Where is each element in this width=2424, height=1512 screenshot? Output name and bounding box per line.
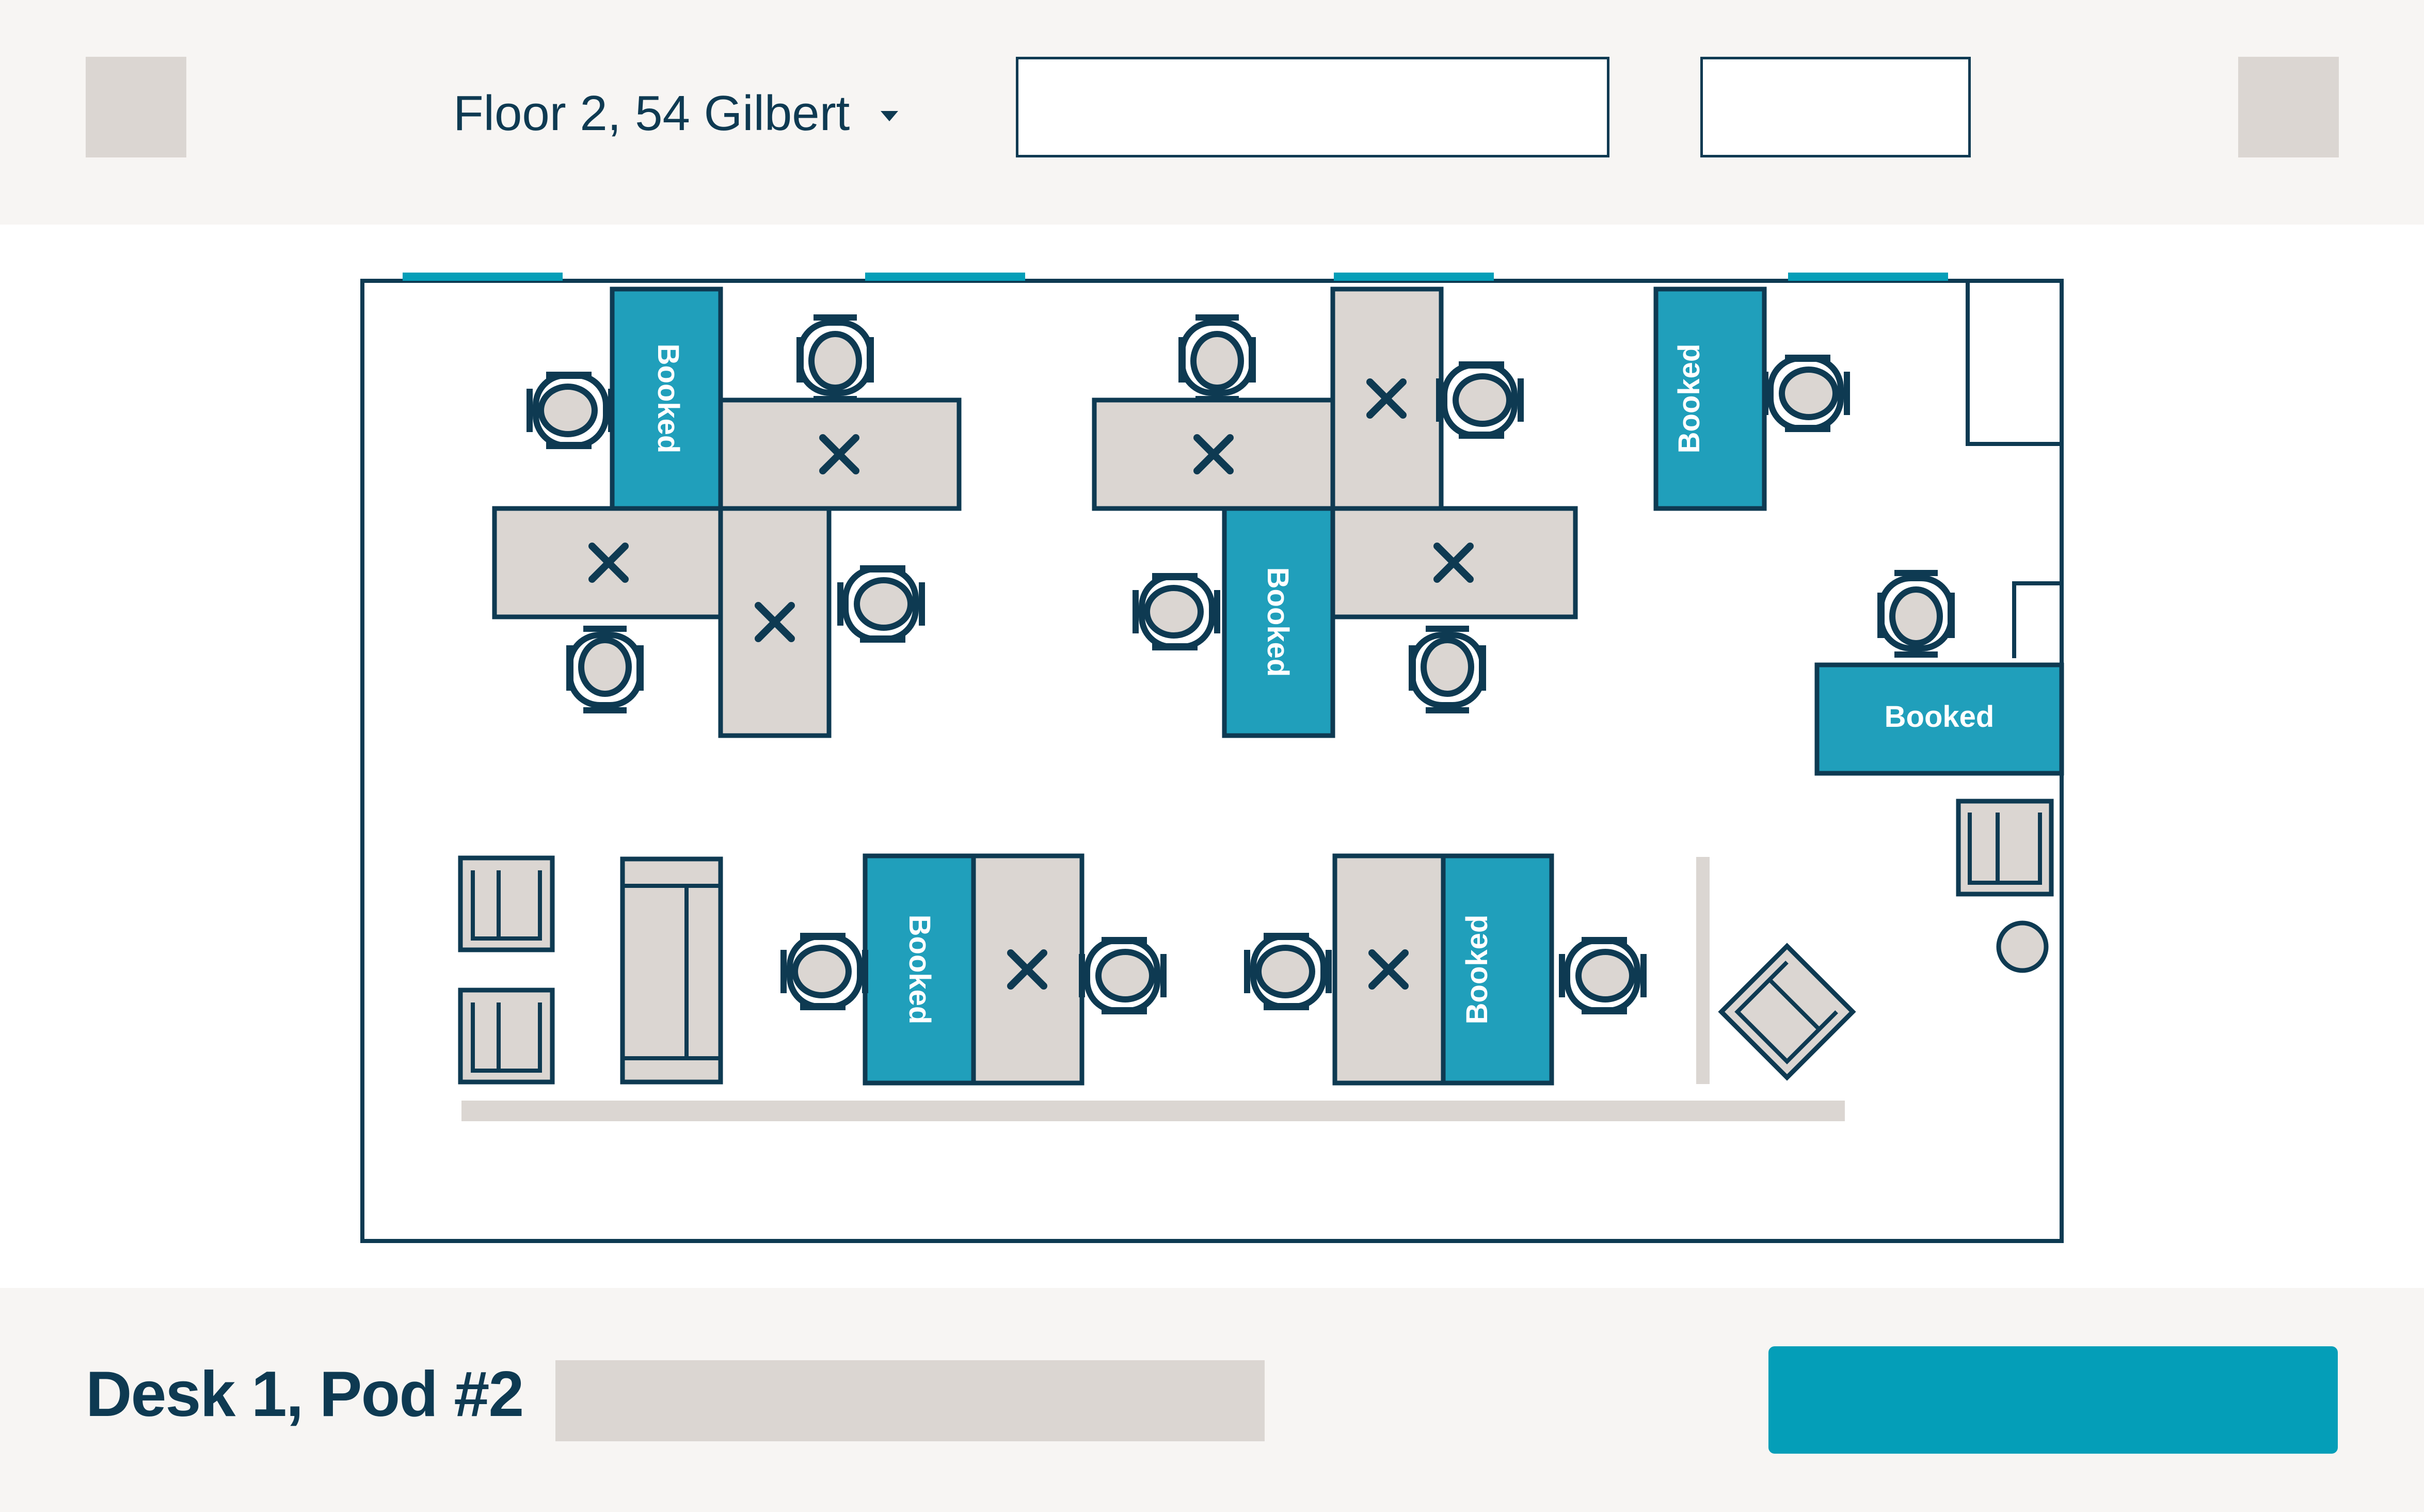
- caret-down-icon: [881, 111, 899, 121]
- chair: [1412, 629, 1482, 710]
- desk-unavailable[interactable]: [1332, 853, 1446, 1086]
- chair: [784, 936, 865, 1007]
- chair: [1765, 358, 1847, 428]
- time-field[interactable]: [1700, 57, 1971, 157]
- booked-label: Booked: [1261, 567, 1295, 677]
- chair: [1881, 573, 1951, 655]
- floor-selector-label: Floor 2, 54 Gilbert: [453, 86, 850, 141]
- top-bar: Floor 2, 54 Gilbert: [0, 0, 2424, 225]
- desk-booked[interactable]: [1441, 853, 1554, 1086]
- chair: [1182, 317, 1252, 399]
- wall-nook: [2012, 581, 2062, 658]
- desk-unavailable[interactable]: [718, 397, 962, 511]
- armchair: [1718, 943, 1856, 1081]
- pod-2: Booked: [1092, 287, 1578, 738]
- booked-label: Booked: [903, 915, 936, 1025]
- book-desk-button[interactable]: [1768, 1346, 2338, 1454]
- lounge-seating: [458, 855, 723, 1085]
- pod-3: Booked: [784, 853, 1163, 1086]
- booked-label: Booked: [1460, 915, 1494, 1025]
- profile-button[interactable]: [2238, 57, 2339, 157]
- desk-details-placeholder: [555, 1360, 1265, 1441]
- chair: [1082, 941, 1163, 1011]
- menu-button[interactable]: [86, 57, 186, 157]
- date-field[interactable]: [1016, 57, 1609, 157]
- selected-desk-title: Desk 1, Pod #2: [86, 1359, 524, 1430]
- plant: [1996, 920, 2049, 973]
- pod-1: Booked: [492, 287, 962, 738]
- partition: [1696, 857, 1710, 1084]
- counter: [461, 1101, 1845, 1121]
- chair: [1136, 577, 1217, 647]
- lounge-chair: [1956, 799, 2054, 897]
- chair: [530, 375, 611, 445]
- floor-selector[interactable]: Floor 2, 54 Gilbert: [453, 83, 899, 145]
- pod-4: Booked: [1247, 853, 1644, 1086]
- chair: [800, 317, 870, 399]
- windows: [403, 273, 1948, 281]
- chair: [1247, 936, 1329, 1007]
- chair: [1562, 941, 1644, 1011]
- desk-booked[interactable]: [1222, 506, 1335, 738]
- desk-booked[interactable]: [863, 853, 976, 1086]
- storage-closet: [1966, 281, 2062, 446]
- desk-booked[interactable]: [1653, 287, 1767, 511]
- booked-label: Booked: [1672, 344, 1706, 454]
- booked-label: Booked: [651, 344, 685, 454]
- desk-booked[interactable]: [1814, 662, 2064, 776]
- chair: [1439, 365, 1521, 435]
- chair: [840, 569, 922, 639]
- bottom-bar: Desk 1, Pod #2: [0, 1288, 2424, 1512]
- booked-label: Booked: [1885, 700, 1995, 734]
- chair: [570, 629, 640, 710]
